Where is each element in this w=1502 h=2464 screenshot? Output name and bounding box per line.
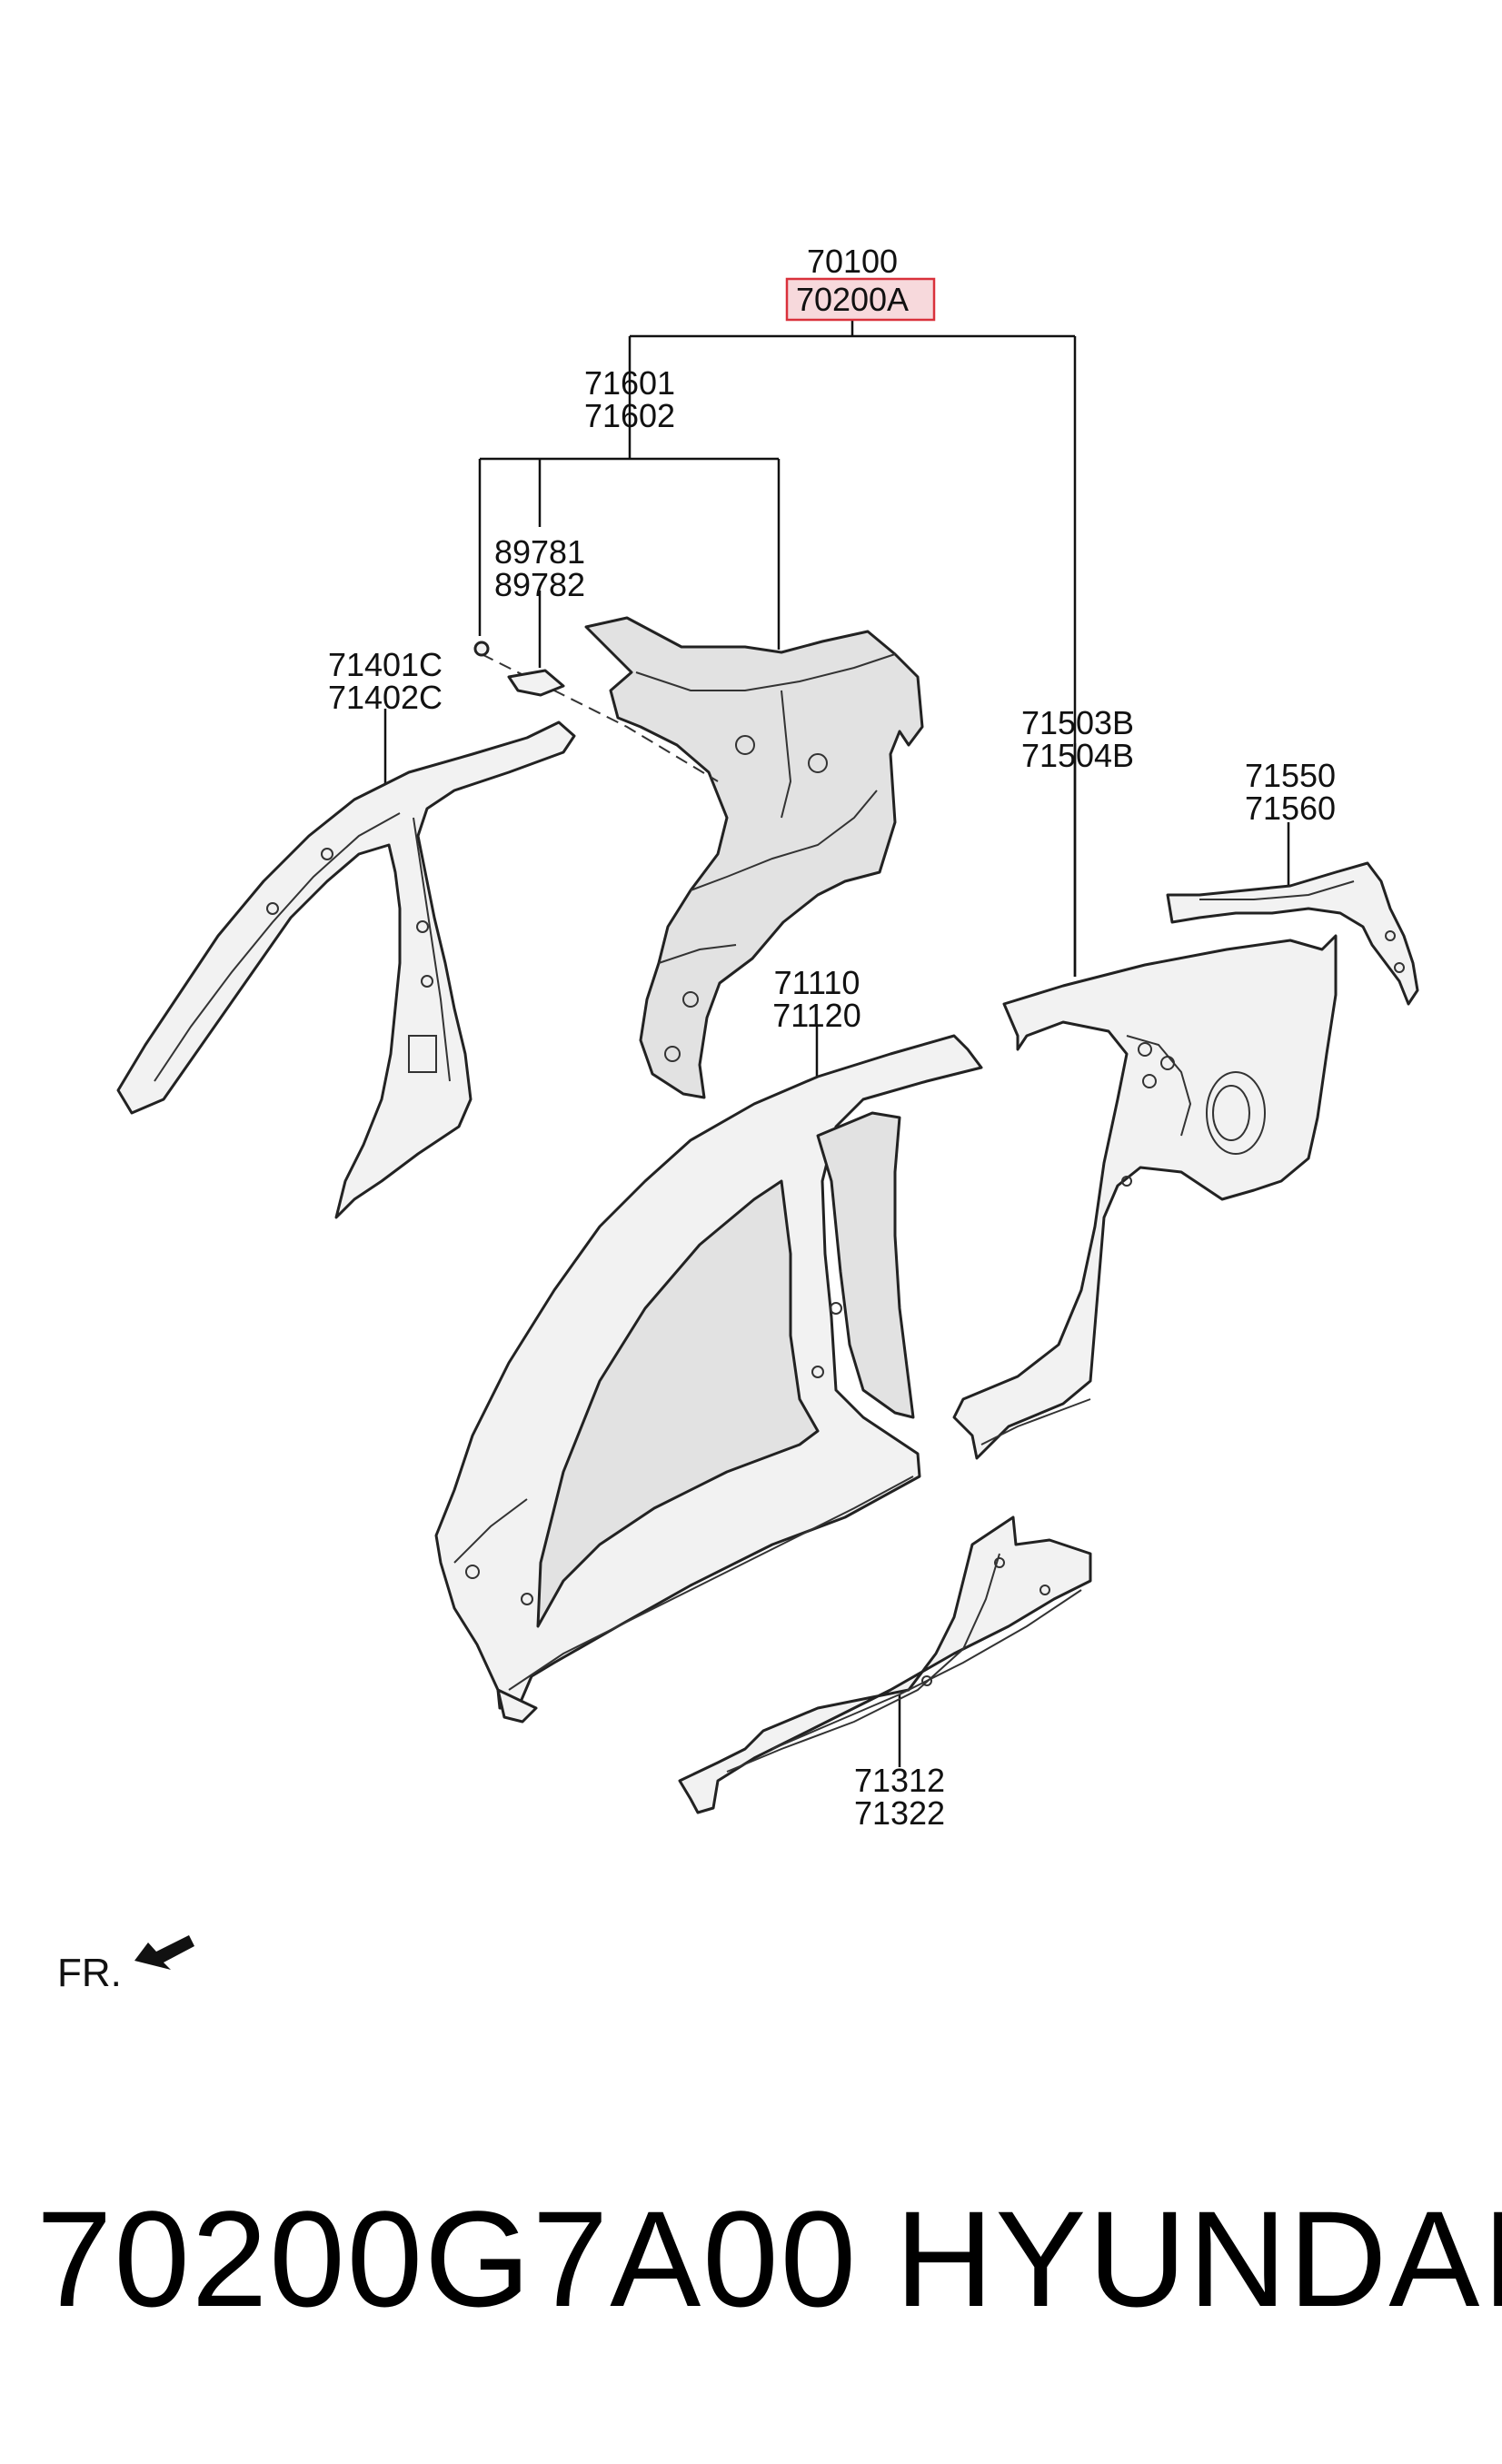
label-71601[interactable]: 71601: [584, 364, 675, 402]
side-sill-part[interactable]: [678, 1515, 1092, 1814]
pillar-reinforcement-part[interactable]: [116, 720, 576, 1219]
part-number-title: 70200G7A00: [36, 2182, 859, 2335]
label-71503b[interactable]: 71503B: [1021, 704, 1134, 741]
label-89782[interactable]: 89782: [494, 566, 585, 603]
label-71120[interactable]: 71120: [772, 997, 860, 1034]
leader-lines: [383, 320, 1290, 1767]
label-71401c[interactable]: 71401C: [328, 646, 443, 683]
label-71402c[interactable]: 71402C: [328, 679, 443, 716]
label-71560[interactable]: 71560: [1245, 790, 1336, 827]
side-outer-panel-part[interactable]: [434, 1034, 983, 1724]
alignment-dash: [481, 653, 719, 782]
arrow-icon: [134, 1935, 194, 1970]
bracket-part[interactable]: [473, 641, 565, 697]
label-71602[interactable]: 71602: [584, 397, 675, 434]
label-71550[interactable]: 71550: [1245, 757, 1336, 794]
inner-quarter-panel-part[interactable]: [584, 616, 924, 1099]
parts-diagram: 70100 70200A 71601 71602 89781 89782 714…: [57, 243, 1419, 1995]
highlight-box: [785, 277, 936, 322]
rear-extension-part[interactable]: [1166, 861, 1419, 1006]
label-70200a[interactable]: 70200A: [796, 281, 909, 318]
label-89781[interactable]: 89781: [494, 533, 585, 571]
label-71312[interactable]: 71312: [854, 1762, 945, 1799]
label-71322[interactable]: 71322: [854, 1794, 945, 1832]
label-71504b[interactable]: 71504B: [1021, 737, 1134, 774]
fr-label: FR.: [57, 1951, 122, 1995]
quarter-outer-panel-part[interactable]: [952, 934, 1338, 1460]
label-70100[interactable]: 70100: [807, 243, 898, 280]
footer: 70200G7A00 HYUNDAI: [0, 2181, 1502, 2362]
brand-name: HYUNDAI: [895, 2182, 1502, 2335]
label-71110[interactable]: 71110: [774, 964, 860, 1001]
